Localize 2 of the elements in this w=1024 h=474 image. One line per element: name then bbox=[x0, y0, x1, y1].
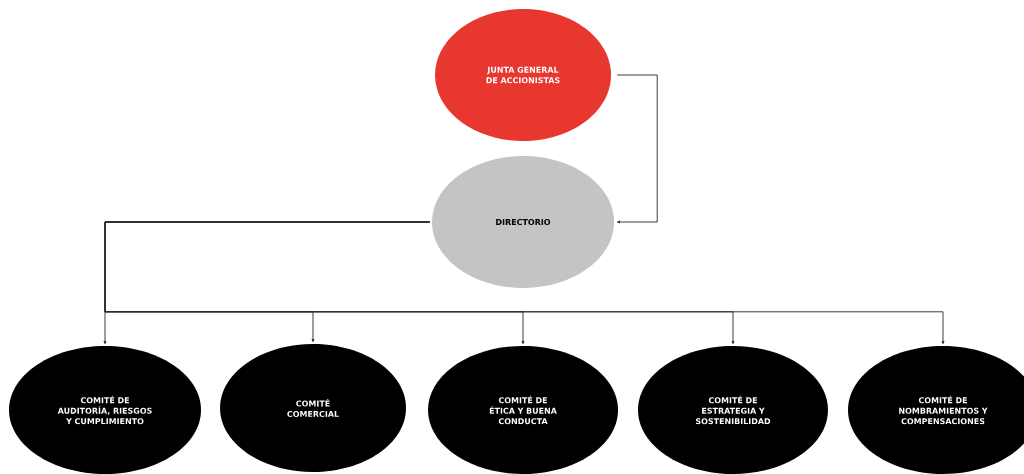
connector-arrow bbox=[616, 74, 658, 224]
connector-arrow bbox=[104, 221, 945, 345]
